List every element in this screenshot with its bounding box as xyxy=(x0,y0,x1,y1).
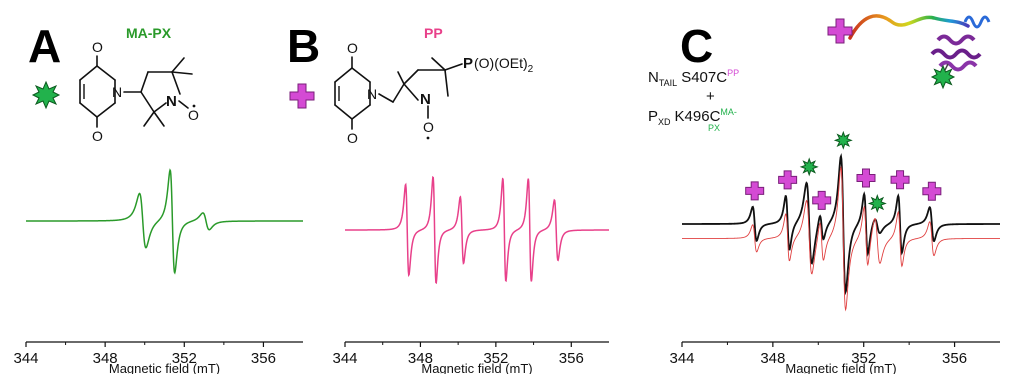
phosphonate-group: (O)(OEt)2 xyxy=(474,55,534,75)
series-line-1 xyxy=(682,165,1000,312)
atom-n-nitroxide: N xyxy=(420,91,431,108)
pxd-helix-3 xyxy=(938,60,978,72)
pxd-helix-1 xyxy=(936,34,976,46)
magenta-cross-icon-c-top xyxy=(827,18,853,44)
panel-a: A MA-PX O O N xyxy=(28,20,199,144)
x-tick-label: 352 xyxy=(483,350,508,367)
pxd-label-px: PX xyxy=(708,123,720,133)
panel-b: B PP O O N N xyxy=(287,20,534,146)
x-tick-label: 352 xyxy=(172,350,197,367)
pxd-helix-2 xyxy=(930,48,982,60)
atom-n: N xyxy=(112,84,122,100)
atom-n: N xyxy=(367,86,377,102)
x-tick-label: 356 xyxy=(942,350,967,367)
magenta-cross-icon xyxy=(812,190,832,210)
x-axis-label: Magnetic field (mT) xyxy=(421,361,532,374)
x-tick-label: 356 xyxy=(251,350,276,367)
atom-n-nitroxide: N xyxy=(166,93,177,110)
green-star-icon-c-top xyxy=(930,64,956,90)
green-star-icon-a xyxy=(31,80,61,110)
green-star-icon xyxy=(930,64,956,90)
x-tick-label: 344 xyxy=(332,350,357,367)
panel-letter-c: C xyxy=(680,20,713,72)
atom-o: O xyxy=(92,128,103,144)
atom-o: O xyxy=(92,39,103,55)
x-tick-label: 344 xyxy=(669,350,694,367)
magenta-cross-icon xyxy=(922,181,942,201)
label-ma-px: MA-PX xyxy=(126,25,172,41)
ntail-chain xyxy=(848,14,970,40)
series-line-0 xyxy=(26,168,303,275)
atom-p: P xyxy=(463,55,473,72)
atom-o: O xyxy=(347,40,358,56)
x-tick-label: 348 xyxy=(93,350,118,367)
magenta-cross-icon xyxy=(745,181,765,201)
magenta-cross-icon xyxy=(890,170,910,190)
magenta-cross-icon xyxy=(778,170,798,190)
panel-letter-a: A xyxy=(28,20,61,72)
green-star-icon xyxy=(833,130,853,150)
x-tick-label: 344 xyxy=(13,350,38,367)
magenta-cross-icon xyxy=(856,168,876,188)
panel-letter-b: B xyxy=(287,20,320,72)
magenta-cross-icon-b xyxy=(289,83,315,109)
series-line-0 xyxy=(345,175,609,285)
label-pp: PP xyxy=(424,25,443,41)
magenta-cross-icon xyxy=(827,18,853,44)
helix-coil xyxy=(963,15,991,29)
structure-ma-px: O O N N O xyxy=(79,39,199,144)
protein-cartoon xyxy=(827,14,991,90)
x-axis-label: Magnetic field (mT) xyxy=(109,361,220,374)
series-line-0 xyxy=(682,152,1000,296)
x-tick-label: 356 xyxy=(559,350,584,367)
x-tick-label: 348 xyxy=(760,350,785,367)
x-tick-label: 352 xyxy=(851,350,876,367)
atom-o: O xyxy=(423,119,434,135)
atom-o: O xyxy=(347,130,358,146)
x-tick-label: 348 xyxy=(408,350,433,367)
green-star-icon xyxy=(867,194,887,213)
magenta-cross-icon xyxy=(289,83,315,109)
x-axis-label: Magnetic field (mT) xyxy=(785,361,896,374)
plus-sign: + xyxy=(706,88,715,105)
green-star-icon xyxy=(31,80,61,110)
green-star-icon xyxy=(799,157,819,177)
atom-o: O xyxy=(188,107,199,123)
structure-pp: O O N N O P (O)(OEt)2 xyxy=(334,40,534,146)
